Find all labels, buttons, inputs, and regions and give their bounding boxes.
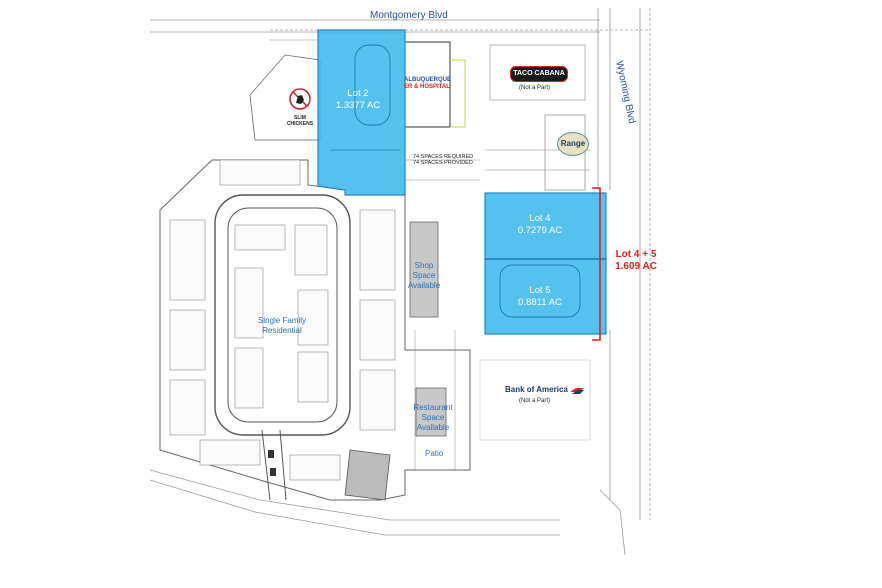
er-hospital-logo: ALBUQUERQUE ER & HOSPITAL	[404, 77, 451, 91]
shop-space-line-1: Shop	[414, 261, 434, 270]
taco-cabana-logo: TACO CABANA	[510, 66, 568, 82]
lot-5-parcel	[484, 258, 607, 335]
range-cafe-logo: Range	[557, 132, 589, 156]
lot-4-5-name: Lot 4 + 5	[615, 249, 657, 260]
shop-space-line-2: Space	[412, 271, 436, 280]
shop-space-building	[409, 221, 439, 318]
bank-of-america-logo: Bank of America	[505, 385, 585, 394]
shop-space-label: Shop Space Available	[396, 261, 452, 291]
lot-4-area: 0.7279 AC	[517, 225, 563, 236]
street-lines	[149, 8, 651, 556]
er-hospital-building	[404, 41, 451, 128]
patio-label: Patio	[425, 449, 444, 458]
lot-2-area: 1.3377 AC	[335, 100, 381, 111]
restaurant-space-line-1: Restaurant	[413, 403, 453, 412]
parking-provided-note: 74 SPACES PROVIDED	[413, 160, 473, 166]
lot-4-5-label: Lot 4 + 5 1.609 AC	[608, 249, 664, 273]
shop-space-line-3: Available	[407, 281, 441, 290]
taco-cabana-pad	[489, 44, 586, 101]
lot-5-label: Lot 5 0.8811 AC	[510, 285, 570, 309]
entry-drive	[261, 429, 287, 501]
single-family-line-2: Residential	[262, 326, 302, 335]
lot-5-name: Lot 5	[529, 285, 551, 296]
residential-loop-road	[214, 194, 351, 436]
restaurant-space-line-2: Space	[421, 413, 445, 422]
lot-5-area: 0.8811 AC	[518, 297, 562, 308]
slim-chickens-name: SLIM CHICKENS	[286, 115, 314, 127]
parking-required-note: 74 SPACES REQUIRED	[413, 154, 474, 160]
restaurant-space-label: Restaurant Space Available	[403, 403, 463, 433]
restaurant-space-line-3: Available	[416, 423, 450, 432]
er-hospital-line-2: ER & HOSPITAL	[404, 84, 450, 90]
boa-not-part: (Not a Part)	[519, 398, 551, 404]
slim-chickens-logo: SLIM CHICKENS	[282, 88, 318, 127]
taco-cabana-not-part: (Not a Part)	[519, 85, 551, 91]
corner-building	[344, 449, 391, 501]
bank-of-america-name: Bank of America	[505, 385, 568, 394]
lot-2-parcel	[317, 29, 406, 196]
residential-lots	[169, 159, 396, 481]
er-hospital-line-1: ALBUQUERQUE	[404, 77, 452, 83]
chicken-icon	[289, 88, 311, 110]
lot-2-name: Lot 2	[347, 88, 369, 99]
boa-pad	[479, 359, 591, 441]
montgomery-blvd-label: Montgomery Blvd	[370, 10, 448, 21]
lot-4-name: Lot 4	[529, 213, 551, 224]
restaurant-space-building	[415, 387, 447, 437]
range-pad	[544, 114, 586, 191]
flag-icon	[570, 387, 585, 394]
lot-4-label: Lot 4 0.7279 AC	[510, 213, 570, 237]
lot-4-5-area: 1.609 AC	[615, 261, 657, 272]
lot-2-label: Lot 2 1.3377 AC	[333, 88, 383, 112]
single-family-line-1: Single Family	[257, 316, 306, 325]
lot-4-5-bracket	[592, 187, 601, 341]
single-family-label: Single Family Residential	[252, 316, 312, 336]
